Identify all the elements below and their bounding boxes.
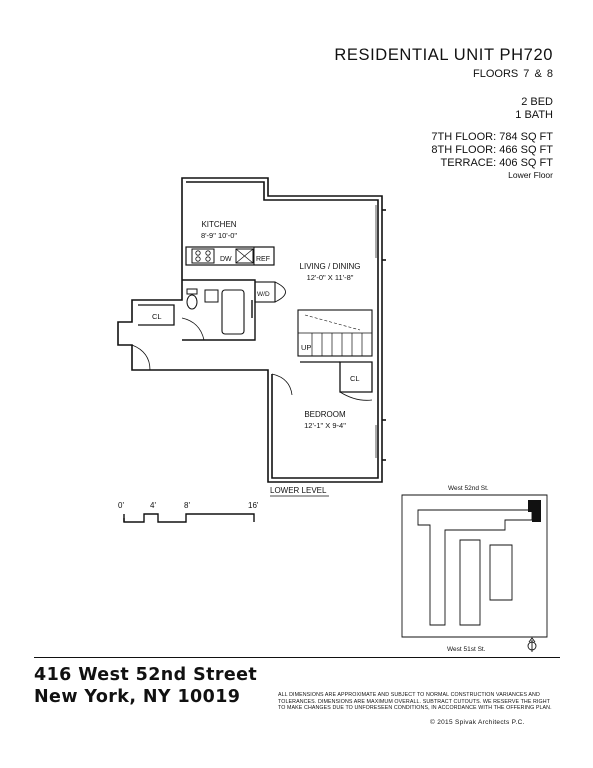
- footer-divider: [34, 657, 560, 658]
- copyright: © 2015 Spivak Architects P.C.: [430, 719, 525, 726]
- bathtub: [221, 289, 245, 335]
- washer-dryer: [254, 281, 276, 303]
- floor-note: Lower Floor: [508, 170, 553, 180]
- kitchen-counter: [185, 246, 275, 266]
- stove: [191, 248, 215, 264]
- baths-label: 1 BATH: [515, 109, 553, 121]
- area-7th-floor: 7TH FLOOR: 784 SQ FT: [431, 131, 553, 143]
- bathroom-walls: [182, 279, 256, 341]
- street-north-label: West 52nd St.: [448, 485, 489, 492]
- bedroom-dims: 12'-1" X 9-4": [304, 421, 346, 430]
- toilet: [186, 294, 198, 310]
- scale-tick-16: 16': [248, 501, 259, 510]
- kitchen-label: KITCHEN: [201, 220, 236, 229]
- sink: [235, 248, 254, 264]
- plan-caption: LOWER LEVEL: [270, 486, 327, 495]
- scale-bar: [123, 513, 255, 523]
- beds-label: 2 BED: [521, 96, 553, 108]
- scale-tick-0: 0': [118, 501, 124, 510]
- disclaimer: All dimensions are approximate and subje…: [278, 692, 552, 712]
- stair-up-label: UP: [301, 343, 311, 352]
- living-dining-dims: 12'-0" X 11'-8": [307, 273, 354, 282]
- closet-bedroom-label: CL: [350, 374, 360, 383]
- address-line-2: New York, NY 10019: [34, 687, 241, 707]
- kitchen-dims: 8'-9" 10'-0": [201, 231, 237, 240]
- washer-dryer-label: W/D: [257, 291, 270, 298]
- closet-left-label: CL: [152, 312, 162, 321]
- closet-bedroom: [339, 361, 373, 393]
- dishwasher-label: DW: [220, 256, 232, 263]
- floors-label: FLOORS 7 & 8: [473, 68, 553, 80]
- street-south-label: West 51st St.: [447, 646, 486, 653]
- key-plan: [401, 494, 548, 638]
- unit-title: RESIDENTIAL UNIT PH720: [334, 46, 553, 65]
- scale-tick-4: 4': [150, 501, 156, 510]
- refrigerator-label: REF: [256, 256, 270, 263]
- area-terrace: TERRACE: 406 SQ FT: [440, 157, 553, 169]
- key-plan-unit-highlight: [528, 500, 541, 522]
- bedroom-label: BEDROOM: [304, 410, 346, 419]
- bath-sink: [204, 289, 219, 303]
- north-arrow-icon: [527, 637, 537, 652]
- unit-number: PH720: [499, 46, 553, 64]
- unit-label: RESIDENTIAL UNIT: [334, 46, 495, 64]
- plan-outline: [117, 177, 383, 483]
- area-8th-floor: 8TH FLOOR: 466 SQ FT: [431, 144, 553, 156]
- closet-left: [138, 304, 175, 326]
- scale-tick-8: 8': [184, 501, 190, 510]
- address-line-1: 416 West 52nd Street: [34, 665, 258, 685]
- living-dining-label: LIVING / DINING: [300, 262, 361, 271]
